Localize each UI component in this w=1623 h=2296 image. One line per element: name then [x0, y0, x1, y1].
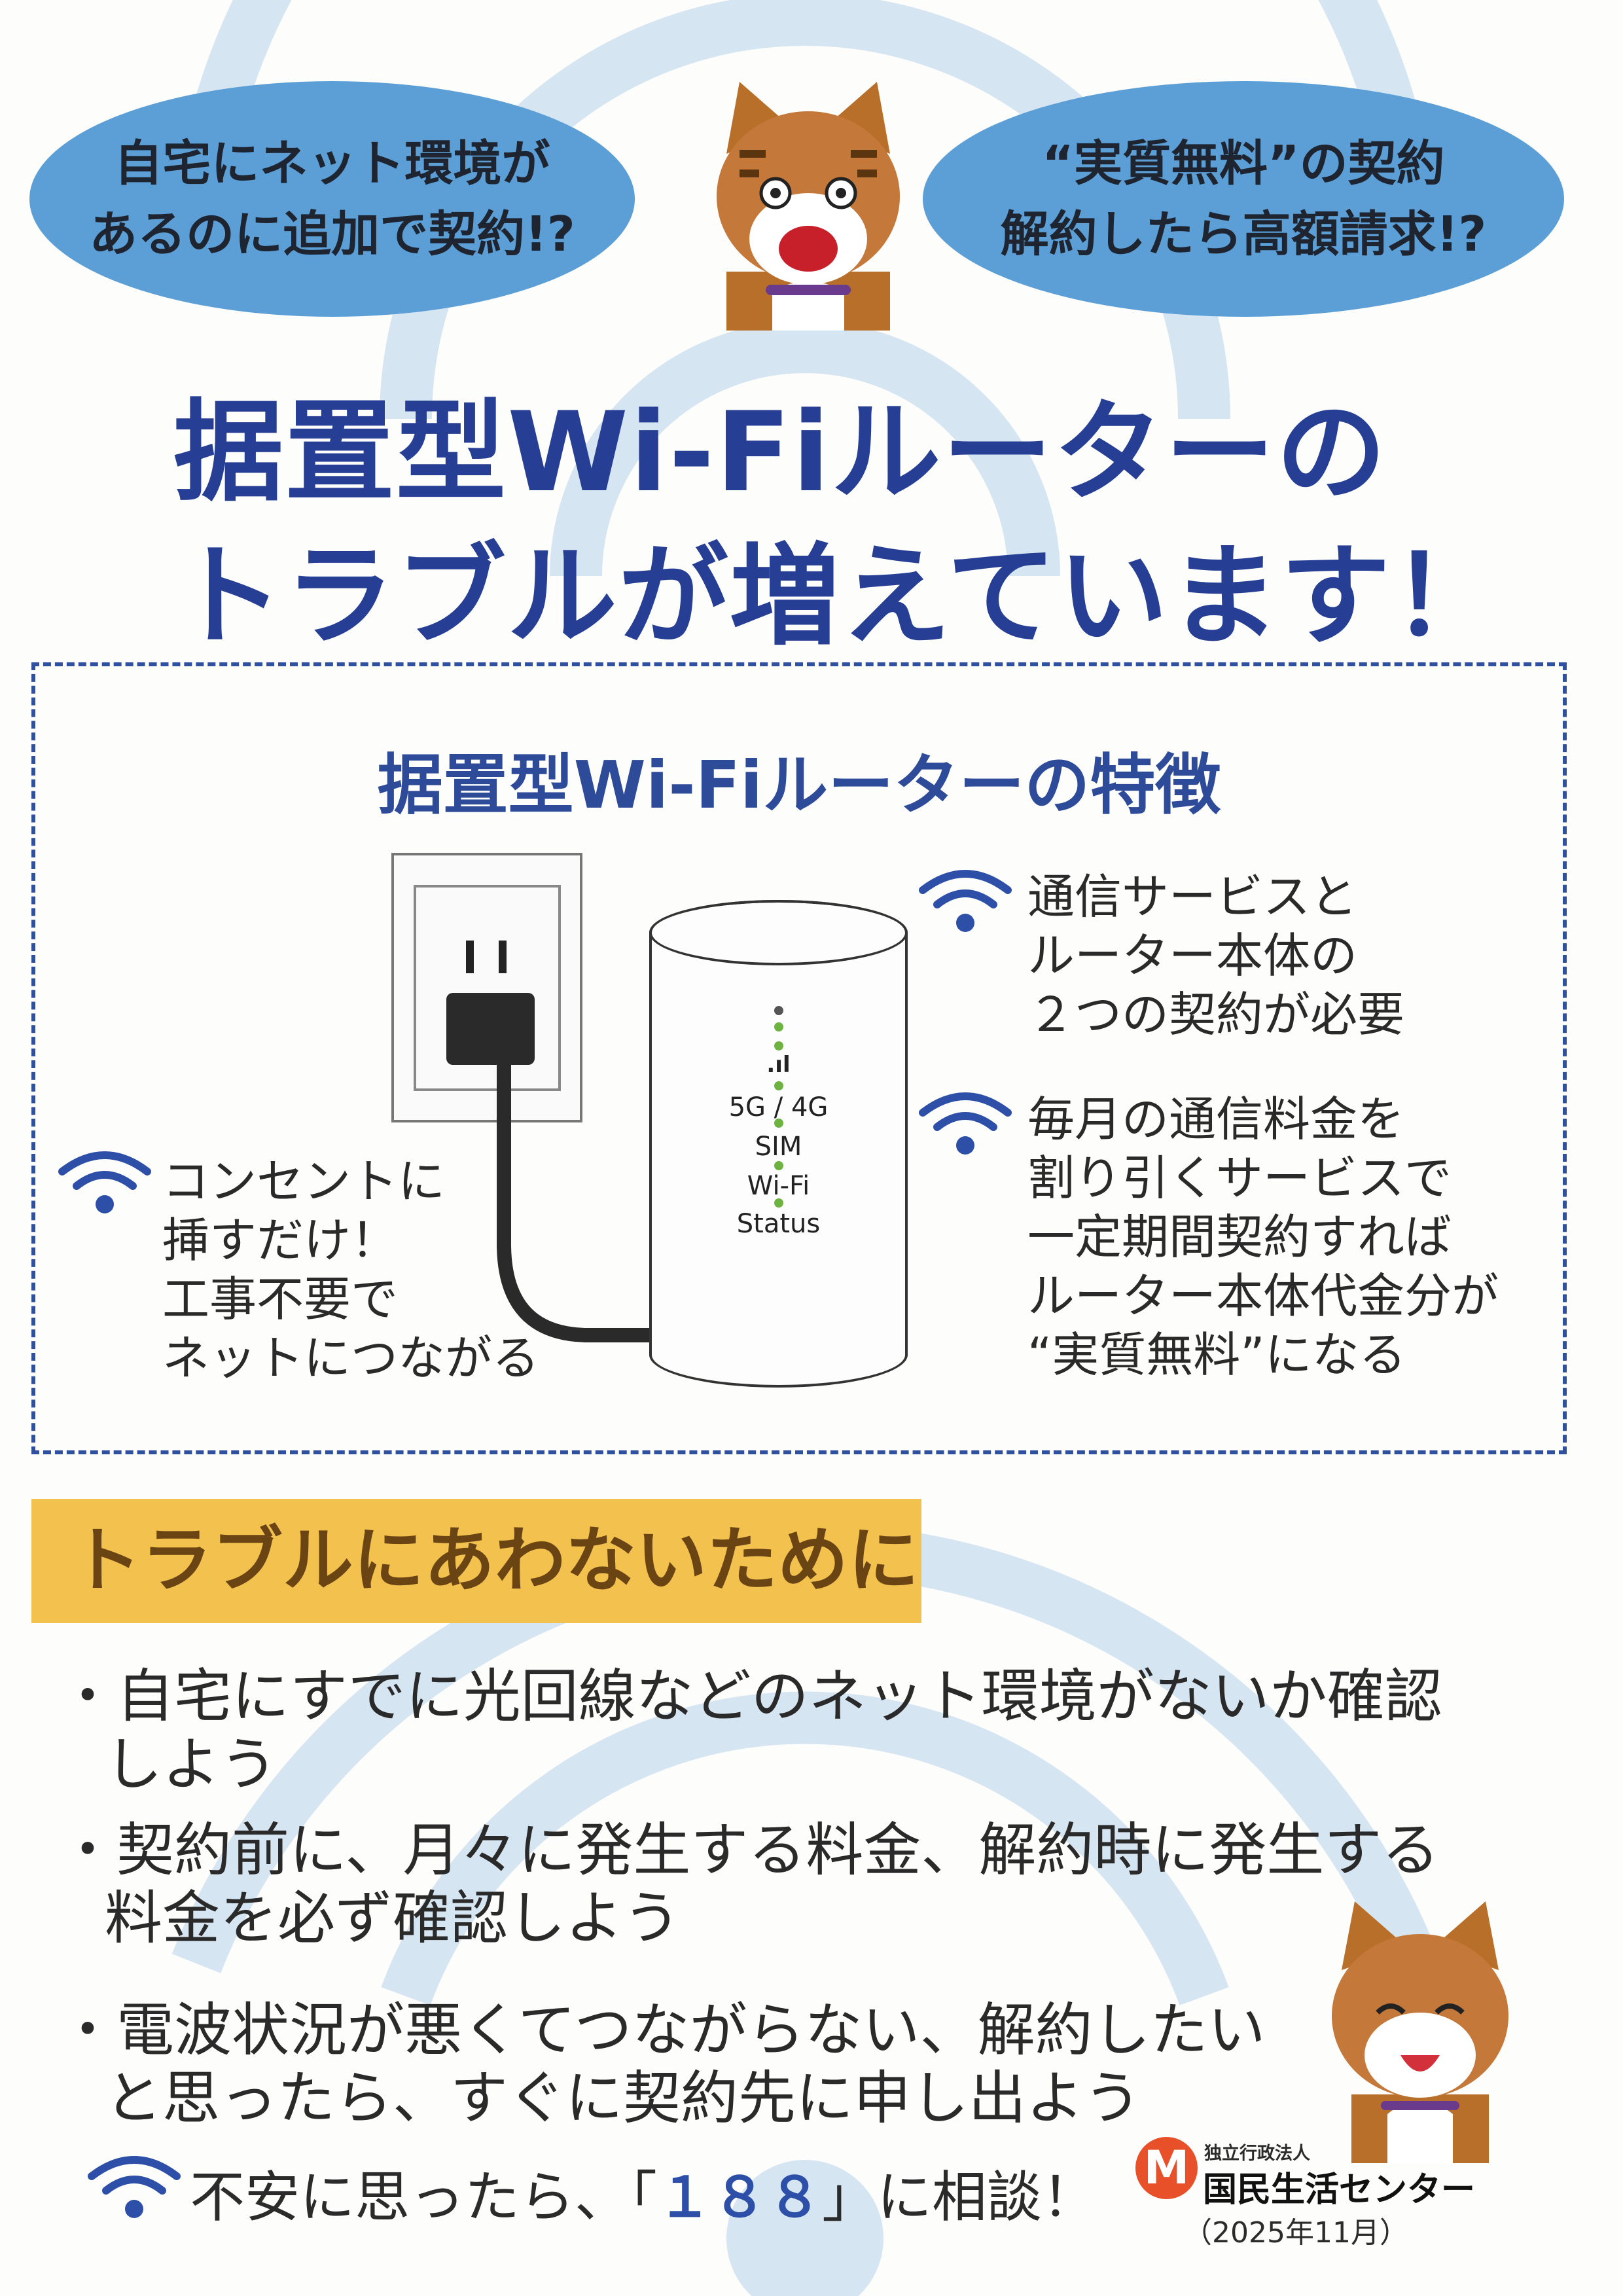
wifi-icon	[88, 2156, 181, 2218]
router-label-wifi: Wi-Fi	[747, 1171, 810, 1201]
wifi-icon	[919, 870, 1012, 932]
router-label-5g4g: 5G / 4G	[728, 1092, 829, 1122]
kokusen-logo-icon: M	[1135, 2137, 1198, 2199]
consult-message: 不安に思ったら、「１８８」に相談！	[190, 2165, 1097, 2229]
features-box: 据置型Wi-Fiルーターの特徴	[31, 662, 1567, 1454]
org-name: 国民生活センター	[1203, 2170, 1476, 2210]
features-heading: 据置型Wi-Fiルーターの特徴	[377, 747, 1221, 823]
feature-left: コンセントに挿すだけ！工事不要でネットにつながる	[162, 1154, 540, 1386]
tips-heading: トラブルにあわないために	[31, 1499, 921, 1623]
bubble-left-line2: あるのに追加で契約!?	[89, 206, 575, 262]
speech-bubble-left: 自宅にネット環境が あるのに追加で契約!?	[29, 81, 635, 317]
wifi-icon	[919, 1092, 1012, 1155]
tip-item: ・電波状況が悪くてつながらない、解約したいと思ったら、すぐに契約先に申し出よう	[59, 1996, 1266, 2132]
speech-bubble-right: “実質無料”の契約 解約したら高額請求!?	[923, 81, 1564, 317]
tip-item: ・契約前に、月々に発生する料金、解約時に発生する料金を必ず確認しよう	[59, 1816, 1440, 1952]
power-cable	[497, 1060, 654, 1342]
feature-right-free: 毎月の通信料金を割り引くサービスで一定期間契約すればルーター本体代金分が“実質無…	[1027, 1092, 1499, 1382]
wifi-icon	[58, 1151, 151, 1213]
smiling-cat-icon	[1332, 1901, 1508, 2163]
wifi-router-icon: .ıl 5G / 4G SIM Wi-Fi Status	[649, 900, 908, 1388]
main-title-line2: トラブルが増えています！	[173, 532, 1503, 660]
worried-cat-icon	[717, 82, 900, 331]
org-type: 独立行政法人	[1204, 2144, 1310, 2164]
bubble-left-line1: 自宅にネット環境が	[114, 135, 550, 192]
tip-item: ・自宅にすでに光回線などのネット環境がないか確認しよう	[59, 1662, 1442, 1798]
bubble-right-line1: “実質無料”の契約	[1042, 135, 1445, 192]
main-title-line1: 据置型Wi-Fiルーターの	[173, 388, 1387, 516]
wall-outlet-icon	[391, 853, 582, 1122]
issue-date: （2025年11月）	[1183, 2216, 1408, 2250]
bubble-right-line2: 解約したら高額請求!?	[1000, 206, 1487, 262]
router-label-sim: SIM	[755, 1132, 802, 1162]
router-label-status: Status	[736, 1209, 821, 1239]
hotline-188[interactable]: １８８	[657, 2165, 823, 2229]
